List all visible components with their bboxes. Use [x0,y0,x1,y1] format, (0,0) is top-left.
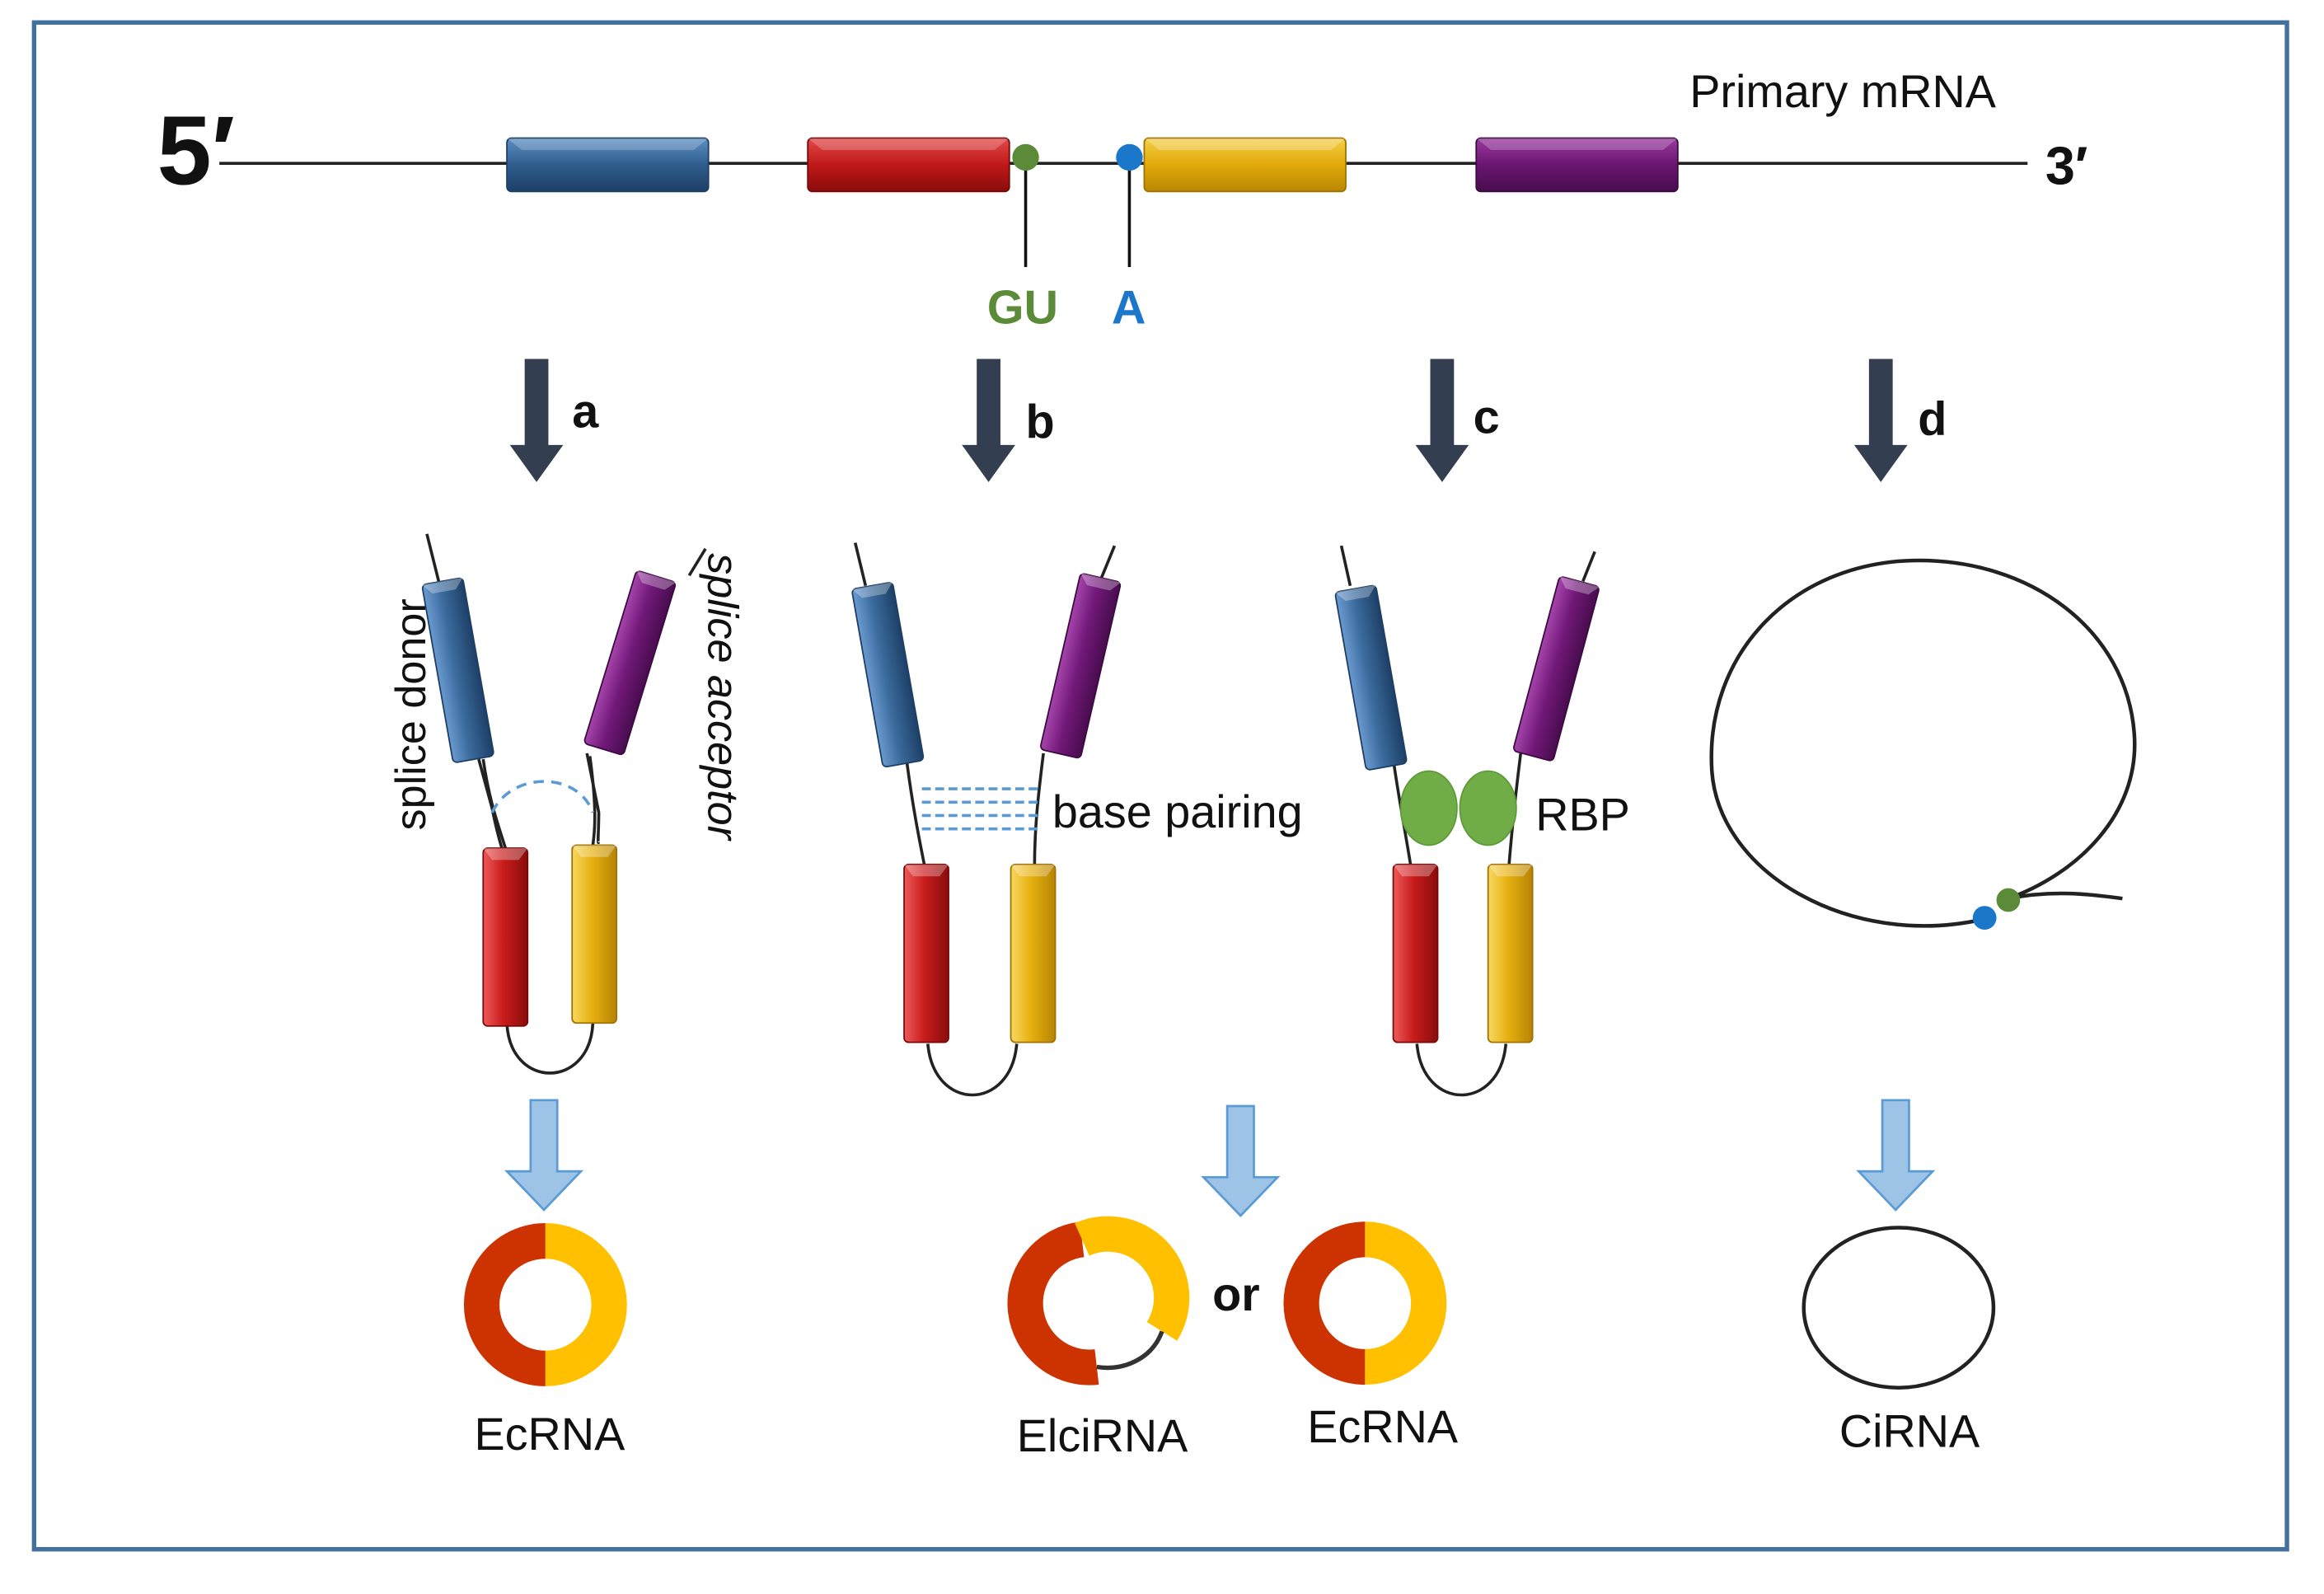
panel-c-exon-yellow [1487,863,1534,1043]
panel-a-exon-yellow [571,844,618,1024]
product-ecrna-b-circle [1283,1221,1447,1385]
panel-b-exon-blue [851,582,925,768]
panel-a: splice donor splice acceptor [387,533,747,1075]
gu-dot [1012,143,1039,171]
cirna-label: CiRNA [1839,1406,1980,1457]
panel-b-exon-red [903,863,949,1043]
product-arrow-d [1856,1099,1936,1212]
elcirna-label: ElciRNA [1017,1410,1188,1461]
product-arrow-a [504,1099,584,1212]
splice-acceptor-label: splice acceptor [699,553,747,842]
step-arrow-d [1853,359,1908,482]
step-label-d: d [1918,392,1947,445]
panel-d-gu-dot [1996,888,2021,912]
rbp-right [1459,770,1517,846]
panel-b-lower-loop [926,1043,1019,1097]
product-cirna-circle [1802,1226,1996,1390]
step-arrow-b [962,359,1015,482]
three-prime-label: 3′ [2045,135,2088,195]
panel-d-a-dot [1972,906,1997,930]
product-arrow-b [1201,1104,1281,1218]
a-dot [1116,143,1143,171]
panel-d [1709,558,2137,930]
step-label-a: a [572,385,599,438]
base-pairing-lines [921,787,1038,831]
panel-c: RBP [1334,545,1630,1097]
panel-a-lower-loop [505,1023,595,1075]
rbp-label: RBP [1535,789,1630,840]
exon-yellow [1143,137,1347,193]
gu-label: GU [987,281,1058,334]
panel-c-lower-loop [1415,1043,1508,1097]
panel-b-exon-purple [1040,573,1122,759]
five-prime-label: 5′ [157,96,235,205]
product-ecrna-a-circle [463,1223,627,1386]
step-arrow-a [509,359,564,482]
step-label-b: b [1026,396,1055,448]
panel-c-exon-purple [1512,575,1600,762]
product-elcirna-circle [1007,1216,1190,1385]
step-label-c: c [1474,391,1500,443]
panel-b-exon-yellow [1010,863,1057,1043]
rbp-left [1399,770,1458,846]
panel-a-dashed-arc [490,780,595,813]
panel-c-exon-blue [1334,584,1408,771]
exon-purple [1475,137,1679,193]
panel-a-exon-red [482,847,529,1027]
splice-donor-label: splice donor [387,598,435,830]
primary-mrna: 5′ 3′ Primary mRNA GU A [157,66,2088,335]
panel-a-exon-purple [583,570,677,756]
ecrna-b-label: EcRNA [1307,1401,1459,1452]
exon-red [807,137,1010,193]
or-label: or [1212,1268,1260,1321]
step-arrow-c [1415,359,1469,482]
exon-blue [506,137,710,193]
ecrna-a-label: EcRNA [475,1409,626,1460]
primary-mrna-title: Primary mRNA [1689,66,1996,117]
a-label: A [1112,281,1146,334]
base-pairing-label: base pairing [1052,786,1303,837]
panel-b: base pairing [851,542,1303,1097]
panel-c-exon-red [1392,863,1439,1043]
panel-a-exon-blue [421,577,494,763]
panel-d-lariat [1709,558,2137,928]
